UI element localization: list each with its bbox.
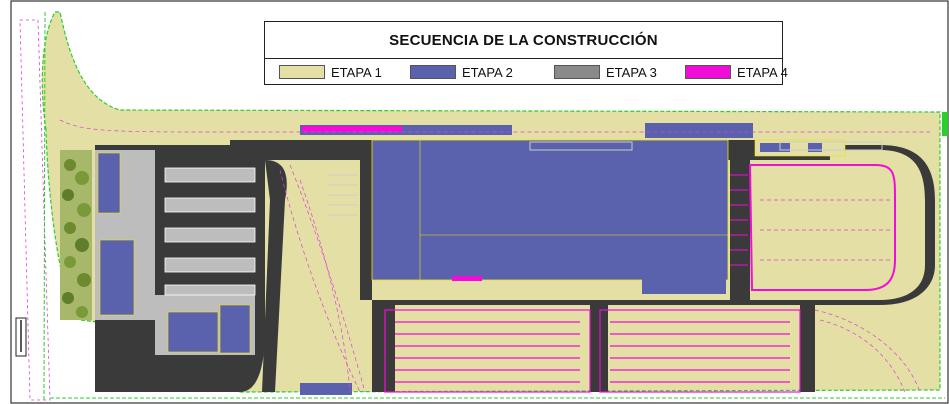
etapa-2-warehouse-annex (642, 272, 726, 294)
parking-hatch-west (328, 174, 358, 216)
etapa-4-dock-markings (730, 174, 748, 266)
left-access-road (19, 19, 51, 401)
legend-row: ETAPA 1 ETAPA 2 ETAPA 3 ETAPA 4 (265, 59, 788, 85)
parking-stalls-left (164, 167, 256, 296)
etapa-4-marker-1 (452, 276, 482, 281)
legend-label-etapa-3: ETAPA 3 (606, 64, 657, 80)
etapa-4-parking-south-east (599, 309, 801, 393)
etapa-3-west-road (360, 160, 372, 300)
legend-label-etapa-4: ETAPA 4 (737, 64, 788, 80)
etapa-2-main-warehouse (371, 139, 729, 281)
etapa-2-building-top-left (300, 125, 512, 135)
north-arrow-icon (15, 317, 27, 357)
legend-title: SECUENCIA DE LA CONSTRUCCIÓN (265, 22, 782, 59)
etapa-4-east-loop (748, 164, 896, 291)
right-boundary-marker (942, 112, 948, 136)
legend-item-etapa-1: ETAPA 1 (279, 64, 382, 80)
legend-swatch-etapa-1 (279, 65, 325, 79)
etapa-2-building-left-2 (99, 239, 135, 316)
legend-label-etapa-1: ETAPA 1 (331, 64, 382, 80)
legend-item-etapa-4: ETAPA 4 (685, 64, 788, 80)
etapa-2-building-bottom-left (300, 383, 352, 395)
legend-box: SECUENCIA DE LA CONSTRUCCIÓN ETAPA 1 ETA… (264, 21, 788, 85)
etapa-2-building-left-1 (97, 152, 121, 214)
etapa-2-building-top-right (645, 123, 753, 138)
legend-item-etapa-3: ETAPA 3 (554, 64, 657, 80)
etapa-4-parking-south-west (384, 309, 591, 393)
legend-swatch-etapa-4 (685, 65, 731, 79)
left-boundary-line (43, 11, 46, 401)
etapa-3-curved-access (262, 160, 287, 392)
loading-docks-north (529, 141, 883, 151)
etapa-4-building-top (302, 126, 402, 132)
legend-swatch-etapa-3 (554, 65, 600, 79)
circulation-lines (59, 119, 930, 393)
etapa-2-building-bottom-2 (219, 304, 251, 354)
etapa-3-east-road (730, 160, 750, 300)
legend-item-etapa-2: ETAPA 2 (410, 64, 513, 80)
legend-label-etapa-2: ETAPA 2 (462, 64, 513, 80)
etapa-2-building-bottom-1 (167, 311, 219, 353)
legend-swatch-etapa-2 (410, 65, 456, 79)
vegetation-area (60, 150, 92, 320)
